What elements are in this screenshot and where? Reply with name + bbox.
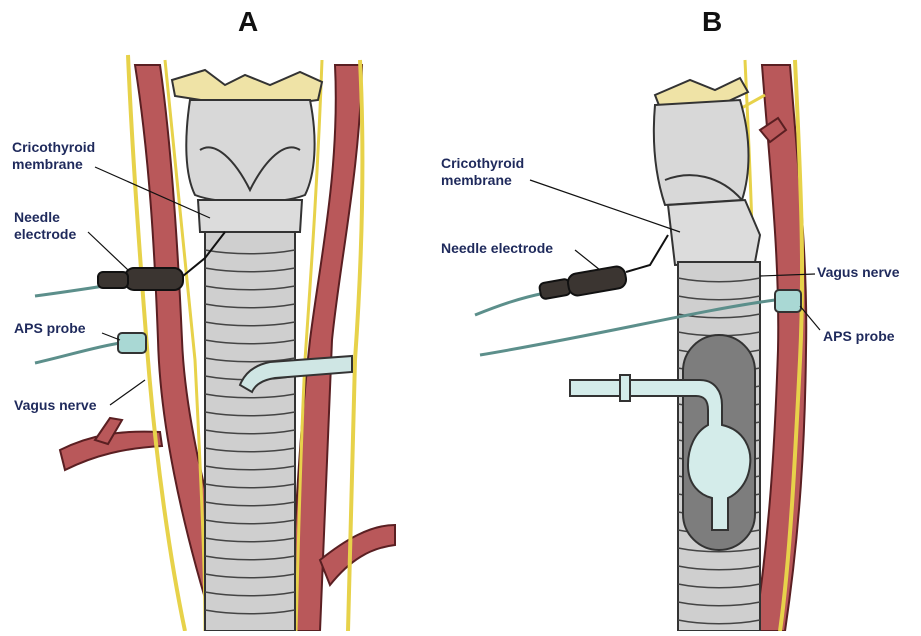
panel-a-aps-probe (118, 333, 146, 353)
panel-a-letter: A (238, 6, 258, 38)
panel-b-label-needle-electrode: Needle electrode (441, 240, 553, 257)
panel-a-label-needle-line1: Needle (14, 209, 76, 226)
panel-b-cricoid (668, 200, 760, 265)
panel-a-label-needle-electrode: Needle electrode (14, 209, 76, 243)
panel-a-label-cricothyroid: Cricothyroid membrane (12, 139, 95, 173)
panel-a-label-cricothyroid-line1: Cricothyroid (12, 139, 95, 156)
panel-b-label-vagus-nerve: Vagus nerve (817, 264, 900, 281)
panel-a-label-cricothyroid-line2: membrane (12, 156, 95, 173)
panel-a-label-vagus-nerve: Vagus nerve (14, 397, 97, 414)
panel-a-label-aps-probe: APS probe (14, 320, 86, 337)
panel-b-label-aps-probe: APS probe (823, 328, 895, 345)
panel-a-label-needle-line2: electrode (14, 226, 76, 243)
panel-b-thyroid-cartilage (654, 100, 749, 205)
panel-b-label-cricothyroid-line2: membrane (441, 172, 524, 189)
panel-b-label-cricothyroid-line1: Cricothyroid (441, 155, 524, 172)
panel-b-label-cricothyroid: Cricothyroid membrane (441, 155, 524, 189)
panel-b-drawing (475, 60, 820, 631)
panel-b-needle-electrode (539, 235, 668, 299)
panel-b-aps-probe (775, 290, 801, 312)
panel-b-letter: B (702, 6, 722, 38)
panel-a-cricoid (198, 200, 302, 232)
